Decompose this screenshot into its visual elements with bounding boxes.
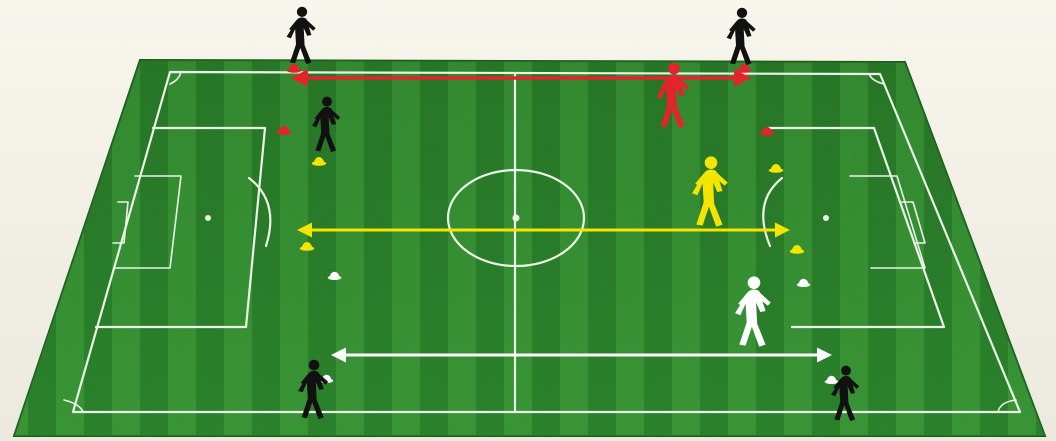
pitch — [14, 60, 1045, 436]
right-penalty-spot — [823, 215, 829, 221]
black-player — [727, 8, 756, 65]
left-penalty-spot — [205, 215, 211, 221]
pitch-texture — [14, 60, 1045, 436]
center-spot — [513, 215, 520, 222]
black-player — [287, 7, 316, 64]
